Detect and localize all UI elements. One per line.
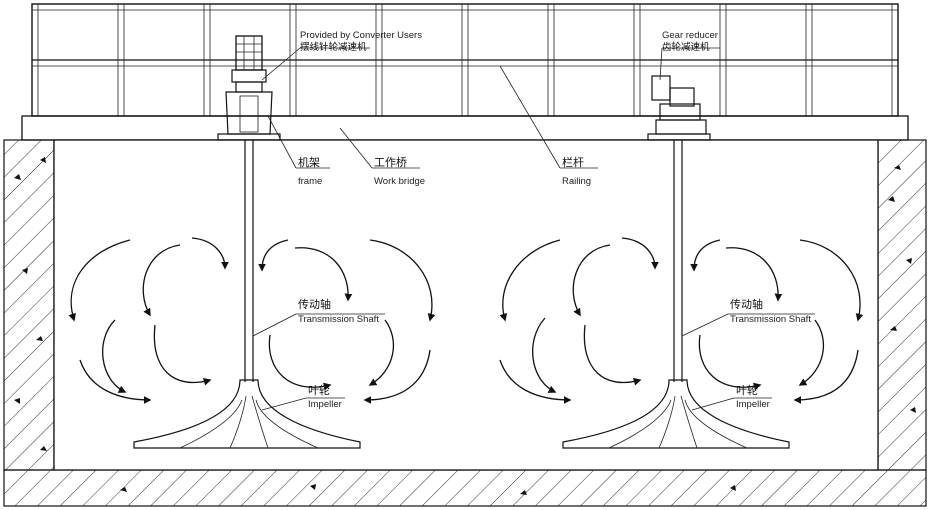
work-bridge (21, 115, 909, 141)
motor-left-label-en: Provided by Converter Users (300, 30, 422, 41)
flow-arrows-right (499, 237, 864, 404)
shaft-right-label-en: Transmission Shaft (730, 314, 811, 325)
flow-arrows-left (68, 237, 436, 404)
left-transmission-shaft (244, 140, 254, 382)
right-impeller (562, 379, 790, 449)
work-bridge-label-en: Work bridge (374, 176, 425, 187)
railing-label-zh: 栏杆 (562, 155, 584, 169)
left-impeller (133, 379, 361, 449)
motor-left-label-zh: 摆线针轮减速机 (300, 41, 367, 53)
impeller-right-label-en: Impeller (736, 399, 770, 410)
railing-label-en: Railing (562, 176, 591, 187)
motor-right-label-zh: 齿轮减速机 (662, 41, 710, 53)
shaft-left-label-zh: 传动轴 (298, 297, 331, 311)
right-drive-unit (647, 75, 711, 141)
shaft-left-label-en: Transmission Shaft (298, 314, 379, 325)
right-transmission-shaft (673, 140, 683, 382)
frame-label-zh: 机架 (298, 155, 320, 169)
frame-label-en: frame (298, 176, 322, 187)
impeller-right-label-zh: 叶轮 (736, 383, 758, 397)
left-drive-unit (217, 35, 281, 141)
motor-right-label-en: Gear reducer (662, 30, 718, 41)
railing (31, 3, 899, 117)
shaft-right-label-zh: 传动轴 (730, 297, 763, 311)
impeller-left-label-zh: 叶轮 (308, 383, 330, 397)
impeller-left-label-en: Impeller (308, 399, 342, 410)
leader-lines (252, 47, 815, 411)
tank-walls (3, 139, 927, 507)
work-bridge-label-zh: 工作桥 (374, 156, 407, 169)
